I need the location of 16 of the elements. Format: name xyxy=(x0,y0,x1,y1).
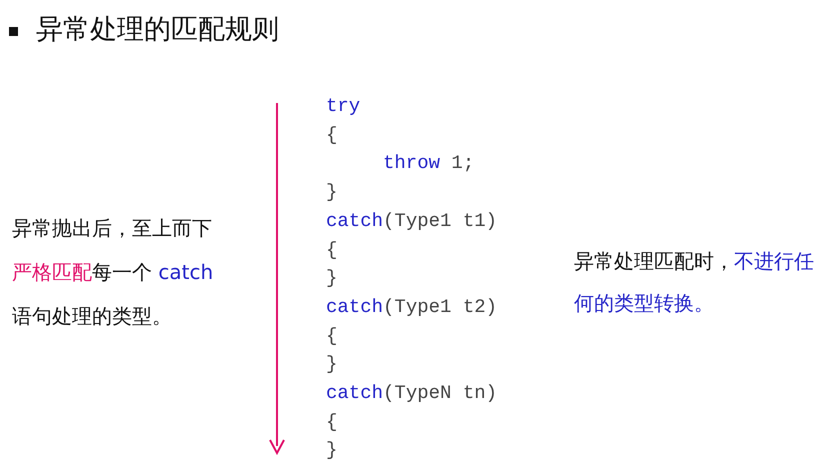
code-line: } xyxy=(326,438,338,464)
code-line: } xyxy=(326,352,338,378)
description-text: 异常处理匹配时，不进行任何的类型转换。 xyxy=(574,248,814,317)
code-line: { xyxy=(326,238,338,262)
code-line: catch(Type1 t2) xyxy=(326,294,498,320)
code-line: try xyxy=(326,94,360,119)
title: 异常处理的匹配规则 xyxy=(36,13,279,47)
code-line: catch(TypeN tn) xyxy=(326,381,498,406)
code-line: } xyxy=(326,180,338,206)
code-line: { xyxy=(326,122,338,148)
code-line: { xyxy=(326,410,338,435)
description-text: 异常抛出后，至上而下 严格匹配每一个 catch 语句处理的类型。 xyxy=(12,215,214,330)
code-line: throw 1; xyxy=(383,151,474,176)
code-line: } xyxy=(326,266,338,292)
code-line: { xyxy=(326,324,338,349)
code-line: catch(Type1 t1) xyxy=(326,208,498,234)
